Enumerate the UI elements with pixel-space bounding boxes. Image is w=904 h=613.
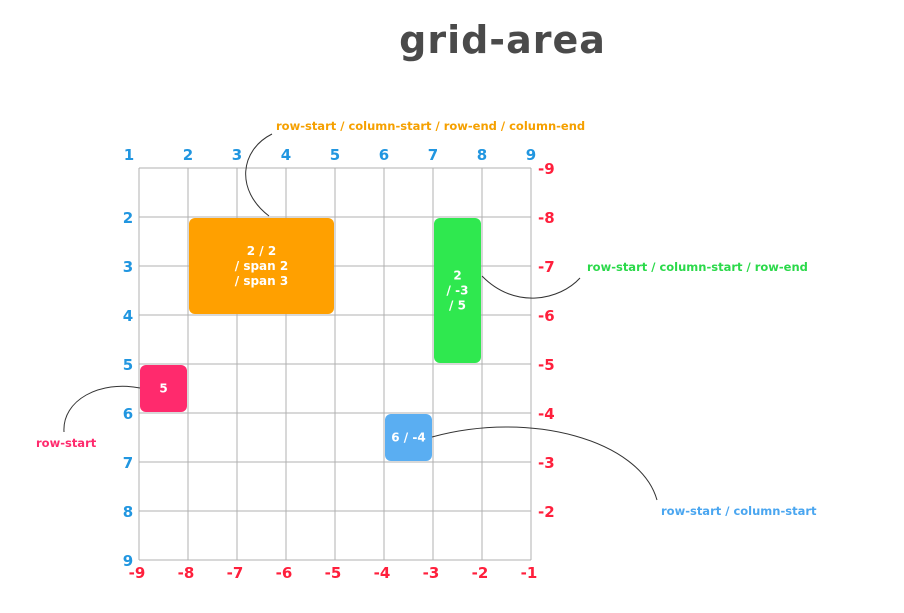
column-line-number-bottom: -6 [276,564,293,582]
callout-blue-leader [431,426,658,501]
column-line-number-bottom: -9 [129,564,146,582]
column-line-number-top: 2 [183,146,193,164]
row-line-number-left: 7 [123,454,133,472]
column-line-number-bottom: -5 [325,564,342,582]
column-line-number-top: 3 [232,146,242,164]
grid-item-orange-text: / span 3 [235,274,288,288]
row-line-number-left: 5 [123,356,133,374]
column-line-number-bottom: -2 [472,564,489,582]
callout-pink-label: row-start [36,436,97,450]
row-line-number-right: -5 [538,356,555,374]
grid-item-orange [189,218,334,314]
row-line-number-left: 8 [123,503,133,521]
column-line-number-bottom: -7 [227,564,244,582]
column-line-number-top: 9 [526,146,536,164]
row-line-number-right: -8 [538,209,555,227]
grid-item-green [434,218,481,363]
grid-item-blue [385,414,432,461]
grid-item-green-text: / 5 [449,299,466,313]
grid-item-orange-text: 2 / 2 [247,244,276,258]
column-line-number-top: 5 [330,146,340,164]
grid-item-pink [140,365,187,412]
grid-item-green-text: / -3 [447,284,469,298]
column-line-number-bottom: -8 [178,564,195,582]
column-line-number-bottom: -3 [423,564,440,582]
row-line-number-right: -2 [538,503,555,521]
grid-item-green-text: 2 [453,269,461,283]
row-line-number-left: 4 [123,307,133,325]
grid-item-pink-text: 5 [159,382,167,396]
row-line-number-left: 9 [123,552,133,570]
row-line-number-left: 2 [123,209,133,227]
row-line-number-right: -9 [538,160,555,178]
grid-item-orange-text: / span 2 [235,259,288,273]
column-line-number-top: 4 [281,146,291,164]
callout-orange-label: row-start / column-start / row-end / col… [276,119,586,133]
column-line-number-top: 6 [379,146,389,164]
row-line-number-left: 6 [123,405,133,423]
column-line-number-top: 1 [124,146,134,164]
callout-pink-leader [63,385,141,433]
row-line-number-right: -3 [538,454,555,472]
row-line-number-right: -6 [538,307,555,325]
callout-blue-label: row-start / column-start [661,504,817,518]
row-line-number-right: -7 [538,258,555,276]
column-line-number-bottom: -1 [521,564,538,582]
callout-orange-leader [245,133,273,217]
grid-item-blue-text: 6 / -4 [391,431,425,445]
column-line-number-bottom: -4 [374,564,391,582]
callout-green-leader [481,275,581,299]
row-line-number-left: 3 [123,258,133,276]
column-line-number-top: 7 [428,146,438,164]
callout-green-label: row-start / column-start / row-end [587,260,808,274]
page-title: grid-area [399,18,606,62]
row-line-number-right: -4 [538,405,555,423]
column-line-number-top: 8 [477,146,487,164]
